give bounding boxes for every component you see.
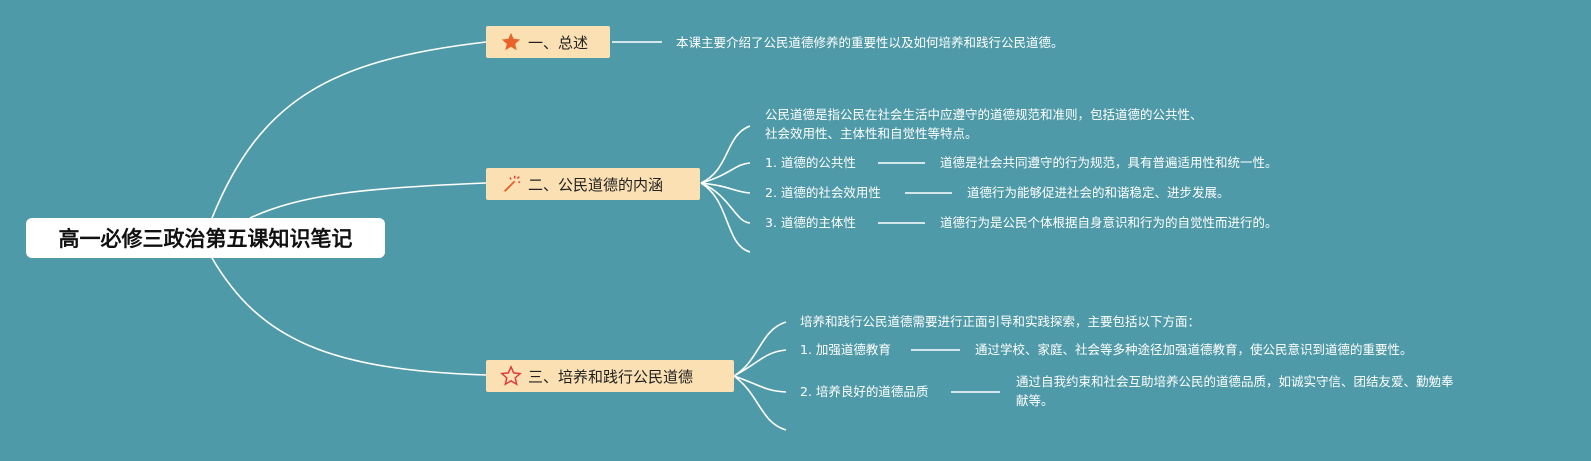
connotation-item-label: 2. 道德的社会效用性 xyxy=(765,185,881,200)
star-outline-icon xyxy=(500,365,522,387)
connotation-intro-line2: 社会效用性、主体性和自觉性等特点。 xyxy=(765,126,978,141)
cultivate-intro: 培养和践行公民道德需要进行正面引导和实践探索，主要包括以下方面： xyxy=(800,314,1201,329)
cultivate-item-detail-line1: 通过自我约束和社会互助培养公民的道德品质，如诚实守信、团结友爱、勤勉奉 xyxy=(1016,374,1454,389)
connotation-intro-line1: 公民道德是指公民在社会生活中应遵守的道德规范和准则，包括道德的公共性、 xyxy=(765,107,1203,122)
connector-root-branch2 xyxy=(249,182,487,219)
branch-overview[interactable]: 一、总述 xyxy=(486,26,610,58)
connotation-item-label: 1. 道德的公共性 xyxy=(765,155,856,170)
branch-overview-label: 一、总述 xyxy=(528,33,589,52)
overview-summary: 本课主要介绍了公民道德修养的重要性以及如何培养和践行公民道德。 xyxy=(676,35,1064,50)
connotation-item-detail: 道德行为是公民个体根据自身意识和行为的自觉性而进行的。 xyxy=(940,215,1278,230)
cultivate-item-detail-line2: 献等。 xyxy=(1016,393,1054,408)
connotation-item-label: 3. 道德的主体性 xyxy=(765,215,856,230)
cultivate-item-detail: 通过学校、家庭、社会等多种途径加强道德教育，使公民意识到道德的重要性。 xyxy=(975,342,1413,357)
connector-root-branch3 xyxy=(211,257,487,376)
branch-cultivate-label: 三、培养和践行公民道德 xyxy=(528,367,694,386)
branch-connotation[interactable]: 二、公民道德的内涵 xyxy=(486,168,700,200)
star-filled-icon xyxy=(500,31,522,53)
root-topic[interactable]: 高一必修三政治第五课知识笔记 xyxy=(26,218,385,258)
branch-cultivate-practice[interactable]: 三、培养和践行公民道德 xyxy=(486,360,734,392)
cultivate-item-label: 1. 加强道德教育 xyxy=(800,342,891,357)
connector-root-branch1 xyxy=(211,41,487,219)
root-title: 高一必修三政治第五课知识笔记 xyxy=(58,227,353,251)
branch-connotation-label: 二、公民道德的内涵 xyxy=(528,175,664,194)
connotation-item-detail: 道德是社会共同遵守的行为规范，具有普遍适用性和统一性。 xyxy=(940,155,1278,170)
connotation-item-detail: 道德行为能够促进社会的和谐稳定、进步发展。 xyxy=(967,185,1230,200)
sparkle-wand-icon xyxy=(500,173,522,195)
cultivate-item-label: 2. 培养良好的道德品质 xyxy=(800,384,929,399)
